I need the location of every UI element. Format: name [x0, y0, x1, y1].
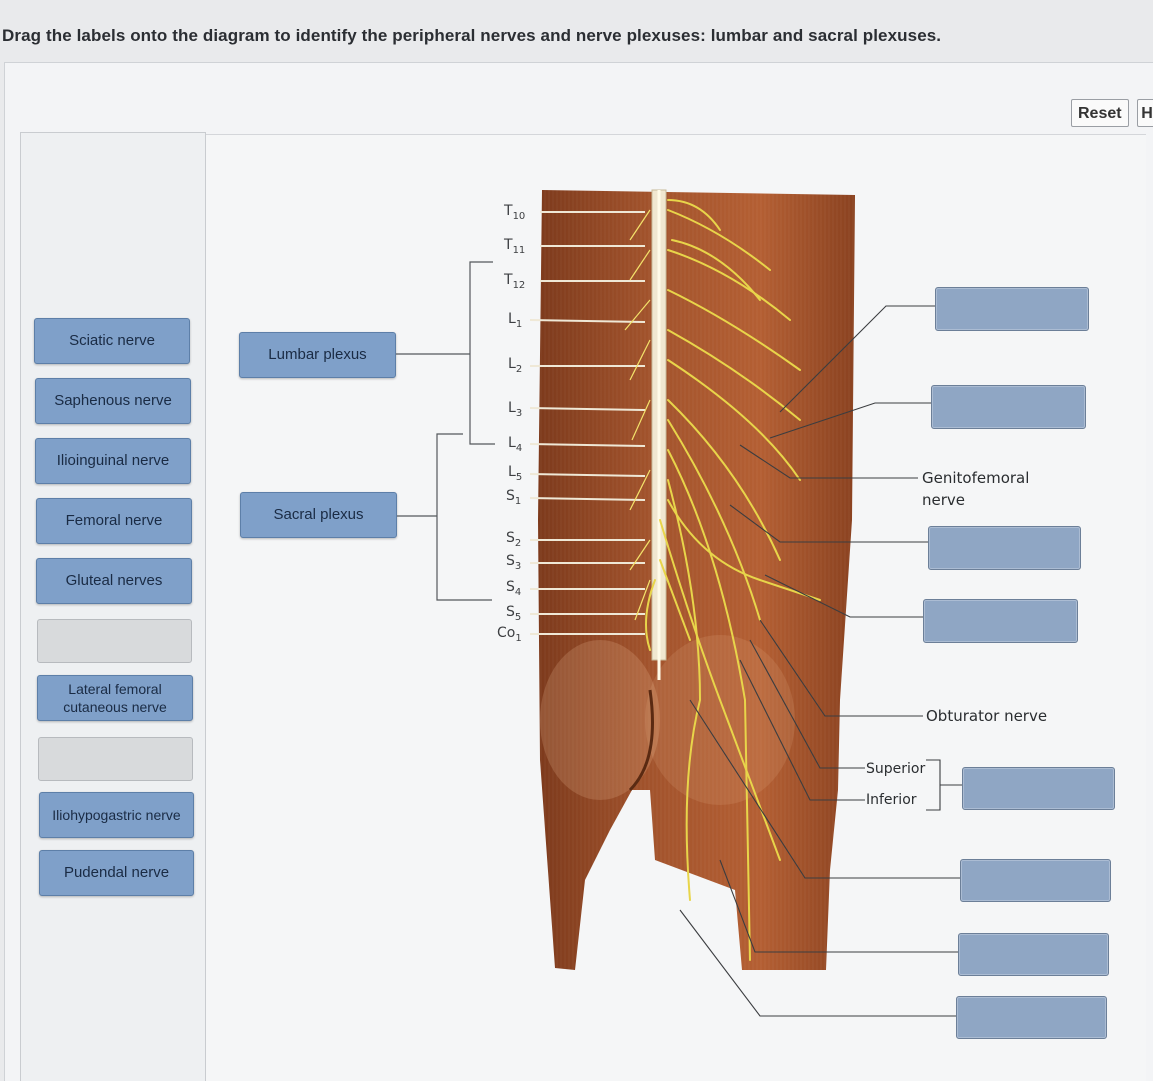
level-label-l4: L4 [508, 435, 523, 454]
label-sciatic-nerve[interactable]: Sciatic nerve [34, 318, 190, 364]
level-label-t11: T11 [504, 237, 526, 256]
drop-target-4[interactable] [923, 599, 1078, 643]
level-label-l1: L1 [508, 311, 523, 330]
level-label-s1: S1 [506, 488, 522, 507]
genitofemoral-nerve-label: Genitofemoral nerve [922, 469, 1030, 509]
level-label-t12: T12 [504, 272, 526, 291]
level-label-s4: S4 [506, 579, 522, 598]
placed-sacral-plexus-label[interactable]: Sacral plexus [240, 492, 397, 538]
level-label-co1: Co1 [497, 625, 522, 644]
label-iliohypogastric-nerve[interactable]: Iliohypogastric nerve [39, 792, 194, 838]
empty-label-slot [38, 737, 193, 781]
label-lateral-femoral-cutaneous-nerve[interactable]: Lateral femoral cutaneous nerve [37, 675, 193, 721]
drop-target-6[interactable] [960, 859, 1111, 902]
level-label-t10: T10 [504, 203, 526, 222]
drop-target-2[interactable] [931, 385, 1086, 429]
superior-label: Superior [866, 761, 926, 777]
level-label-l5: L5 [508, 464, 523, 483]
label-pudendal-nerve[interactable]: Pudendal nerve [39, 850, 194, 896]
instructions-text: Drag the labels onto the diagram to iden… [2, 26, 942, 45]
inferior-label: Inferior [866, 792, 917, 808]
drop-target-1[interactable] [935, 287, 1089, 331]
drop-target-7[interactable] [958, 933, 1109, 976]
help-button[interactable]: H [1137, 99, 1153, 127]
empty-label-slot [37, 619, 192, 663]
label-saphenous-nerve[interactable]: Saphenous nerve [35, 378, 191, 424]
level-label-s5: S5 [506, 604, 522, 623]
label-gluteal-nerves[interactable]: Gluteal nerves [36, 558, 192, 604]
level-label-s3: S3 [506, 553, 522, 572]
label-femoral-nerve[interactable]: Femoral nerve [36, 498, 192, 544]
level-label-s2: S2 [506, 530, 522, 549]
label-bank [20, 132, 206, 1081]
obturator-nerve-label: Obturator nerve [926, 707, 1048, 725]
level-label-l3: L3 [508, 400, 523, 419]
level-label-l2: L2 [508, 356, 523, 375]
drop-target-8[interactable] [956, 996, 1107, 1039]
label-ilioinguinal-nerve[interactable]: Ilioinguinal nerve [35, 438, 191, 484]
reset-button[interactable]: Reset [1071, 99, 1129, 127]
drop-target-3[interactable] [928, 526, 1081, 570]
drop-target-gluteal[interactable] [962, 767, 1115, 810]
placed-lumbar-plexus-label[interactable]: Lumbar plexus [239, 332, 396, 378]
